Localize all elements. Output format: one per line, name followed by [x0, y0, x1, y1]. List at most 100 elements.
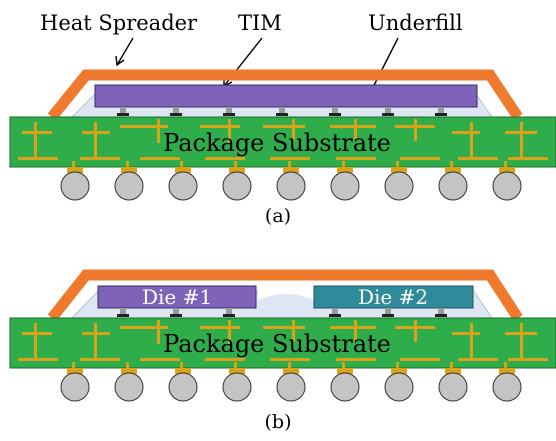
substrate-trace: [18, 157, 58, 160]
substrate-via: [292, 320, 295, 342]
substrate-via: [126, 161, 129, 167]
substrate-trace: [140, 157, 180, 160]
substrate-via: [157, 119, 160, 143]
substrate-via: [228, 320, 231, 344]
micro-bump-pad: [382, 113, 394, 116]
solder-ball: [222, 372, 252, 402]
die-2-label: Die #2: [358, 285, 428, 309]
substrate-label-a: Package Substrate: [163, 129, 391, 157]
substrate-via: [354, 119, 357, 141]
die-a: [94, 84, 478, 108]
ball-pad: [283, 167, 299, 173]
substrate-trace: [140, 358, 180, 361]
micro-bumps-a: [117, 107, 447, 116]
micro-bump-pad: [223, 113, 235, 116]
heat-spreader-a: [47, 69, 523, 121]
substrate-trace: [505, 332, 537, 335]
substrate-trace: [336, 358, 376, 361]
substrate-trace: [263, 125, 305, 128]
ball-pad: [391, 167, 407, 173]
ball-pad: [445, 167, 461, 173]
substrate-via: [520, 323, 523, 361]
micro-bump-pillar: [226, 308, 232, 315]
caption-b: (b): [265, 411, 292, 433]
substrate-via: [234, 362, 237, 368]
underfill-label: Underfill: [368, 11, 463, 35]
ball-pad: [121, 167, 137, 173]
substrate-via: [94, 323, 97, 361]
substrate-via: [450, 362, 453, 368]
ball-pad: [391, 368, 407, 374]
substrate-via: [504, 161, 507, 167]
solder-ball: [384, 372, 414, 402]
solder-ball: [222, 171, 252, 201]
substrate-trace: [270, 157, 310, 160]
solder-ball: [438, 372, 468, 402]
solder-ball: [114, 171, 144, 201]
ball-pad: [229, 167, 245, 173]
substrate-via: [450, 161, 453, 167]
solder-ball: [492, 372, 522, 402]
micro-bumps-b: [117, 308, 447, 317]
micro-bump-pad: [117, 113, 129, 116]
substrate-trace: [200, 125, 240, 128]
substrate-trace: [22, 332, 52, 335]
substrate-via: [414, 119, 417, 141]
panel-b: Die #1 Die #2 Package Substrate (b): [9, 269, 556, 433]
substrate-trace: [505, 131, 537, 134]
ball-pad: [67, 167, 83, 173]
substrate-trace: [120, 326, 168, 329]
substrate-traces-a: [18, 119, 548, 167]
die-1-label: Die #1: [142, 285, 212, 309]
solder-ball: [330, 372, 360, 402]
caption-a: (a): [265, 205, 291, 227]
substrate-trace: [82, 332, 110, 335]
micro-bump-pillar: [173, 107, 179, 114]
substrate-trace: [458, 157, 498, 160]
solder-ball: [492, 171, 522, 201]
panel-a: Heat Spreader TIM Underfill Package Subs…: [9, 11, 556, 227]
substrate-trace: [508, 157, 548, 160]
ball-pad: [175, 368, 191, 374]
micro-bump-pad: [170, 314, 182, 317]
substrate-via: [342, 362, 345, 368]
ball-pad: [283, 368, 299, 374]
substrate-trace: [400, 358, 440, 361]
substrate-via: [288, 362, 291, 368]
micro-bump-pad: [117, 314, 129, 317]
micro-bump-pad: [382, 314, 394, 317]
substrate-trace: [508, 358, 548, 361]
ball-pad: [229, 368, 245, 374]
solder-ball: [438, 171, 468, 201]
heat-spreader-b: [47, 269, 523, 322]
substrate-via: [520, 122, 523, 160]
substrate-via: [157, 320, 160, 344]
micro-bump-pad: [435, 113, 447, 116]
substrate-trace: [270, 358, 310, 361]
ball-pad: [337, 167, 353, 173]
micro-bump-pillar: [226, 107, 232, 114]
substrate-trace: [22, 131, 52, 134]
ball-pad: [175, 167, 191, 173]
substrate-via: [396, 161, 399, 167]
substrate-trace: [452, 332, 480, 335]
substrate-trace: [200, 326, 240, 329]
micro-bump-pillar: [332, 107, 338, 114]
micro-bump-pad: [276, 113, 288, 116]
micro-bump-pad: [223, 314, 235, 317]
heat-spreader-label: Heat Spreader: [40, 11, 198, 35]
substrate-trace: [205, 358, 245, 361]
die-2: [313, 285, 474, 309]
substrate-via: [180, 362, 183, 368]
micro-bump-pad: [435, 314, 447, 317]
substrate-trace: [263, 326, 305, 329]
solder-ball: [276, 171, 306, 201]
substrate-trace: [120, 125, 168, 128]
micro-bump-pad: [329, 113, 341, 116]
substrate-via: [292, 119, 295, 141]
substrate-trace: [395, 326, 435, 329]
solder-ball: [276, 372, 306, 402]
substrate-via: [180, 161, 183, 167]
substrate-trace: [80, 157, 120, 160]
solder-balls-a: [60, 167, 522, 201]
